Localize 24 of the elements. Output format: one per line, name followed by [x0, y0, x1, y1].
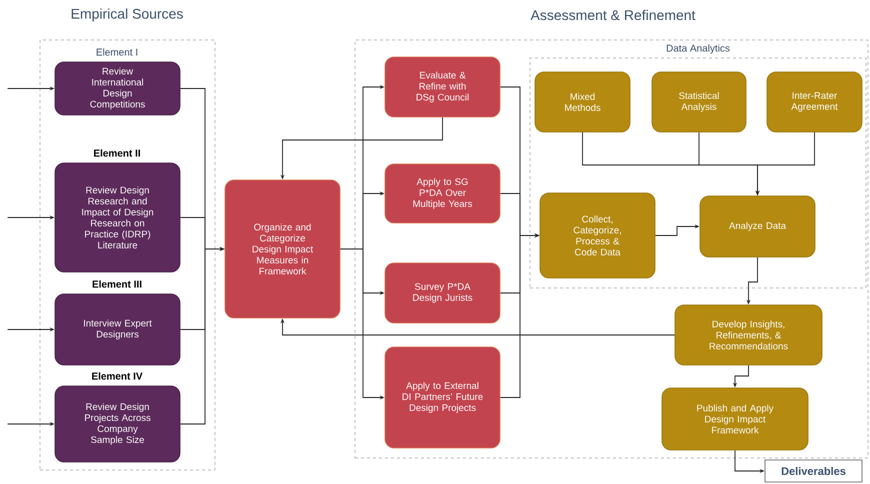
element-label: Element II	[94, 149, 140, 157]
process-box: Review Design Projects Across Company Sample Size	[54, 386, 180, 462]
group-heading: Assessment & Refinement	[530, 10, 696, 20]
process-box: Inter-Rater Agreement	[766, 72, 862, 132]
process-box: Mixed Methods	[534, 72, 630, 132]
process-box: Apply to SG P*DA Over Multiple Years	[384, 164, 500, 224]
element-label: Element IV	[92, 372, 142, 380]
process-box: Review Design Research and Impact of Design Research on Practice (IDRP) Literature	[54, 162, 180, 272]
element-label: Element III	[92, 280, 142, 288]
group-heading: Empirical Sources	[72, 8, 183, 22]
element-label: Element I	[96, 48, 138, 56]
process-box: Organize and Categorize Design Impact Measures in Framework	[224, 180, 340, 318]
process-box: Survey P*DA Design Jurists	[384, 262, 500, 324]
process-box: Evaluate & Refine with DSg Council	[384, 56, 500, 118]
process-box: Analyze Data	[700, 196, 816, 258]
process-box: Interview Expert Designers	[54, 294, 180, 366]
process-box: Review International Design Competitions	[54, 62, 180, 116]
process-box: Statistical Analysis	[652, 72, 746, 132]
process-box: Develop Insights, Refinements, & Recommendations	[674, 304, 822, 366]
process-box: Apply to External DI Partners’ Future Design Projects	[384, 346, 500, 448]
output-box: Deliverables	[764, 460, 862, 482]
process-box: Publish and Apply Design Impact Framework	[662, 388, 808, 450]
group-heading: Data Analytics	[666, 44, 730, 54]
process-box: Collect, Categorize, Process & Code Data	[540, 192, 656, 278]
